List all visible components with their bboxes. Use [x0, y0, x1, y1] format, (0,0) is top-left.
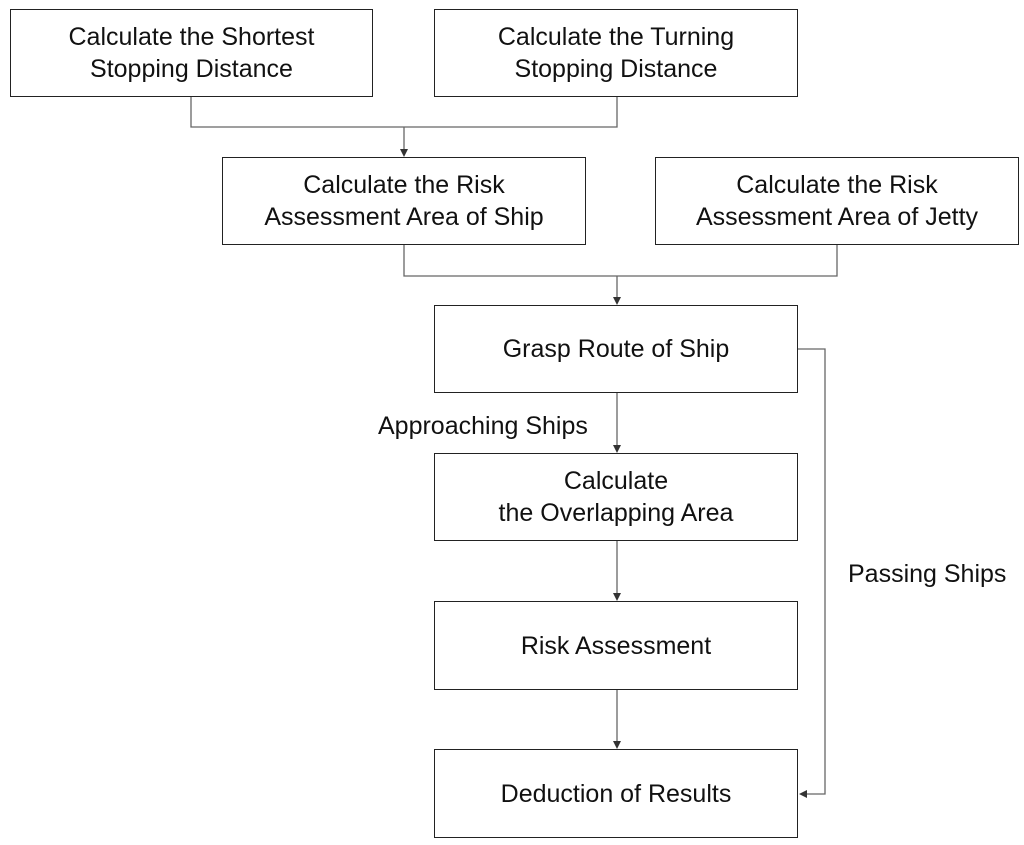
node-text: Assessment Area of Jetty: [695, 203, 979, 231]
node-deduction-of-results: Deduction of Results: [434, 749, 798, 838]
arrowhead: [613, 741, 621, 749]
node-text: Risk Assessment: [520, 631, 712, 660]
node-risk-assessment: Risk Assessment: [434, 601, 798, 690]
connector-passing-ships: [798, 348, 826, 795]
connector-shortest-to-merge: [190, 97, 404, 128]
node-text: Calculate the Risk: [303, 171, 505, 199]
arrowhead: [799, 790, 807, 798]
node-text: Stopping Distance: [90, 55, 293, 83]
arrowhead: [613, 445, 621, 453]
node-overlapping-area: Calculate the Overlapping Area: [434, 453, 798, 541]
node-text: Stopping Distance: [514, 55, 718, 83]
node-risk-area-jetty: Calculate the Risk Assessment Area of Je…: [655, 157, 1019, 245]
node-text: the Overlapping Area: [498, 499, 734, 527]
node-text: Assessment Area of Ship: [264, 203, 544, 231]
node-risk-area-ship: Calculate the Risk Assessment Area of Sh…: [222, 157, 586, 245]
node-text: Calculate the Risk: [736, 171, 938, 199]
node-text: Calculate the Turning: [497, 23, 735, 51]
node-shortest-stopping-distance: Calculate the Shortest Stopping Distance: [10, 9, 373, 97]
node-text: Calculate: [563, 467, 669, 495]
arrowhead: [613, 593, 621, 601]
node-text: Calculate the Shortest: [68, 23, 315, 51]
edge-label-approaching: Approaching Ships: [378, 412, 588, 440]
node-text: Grasp Route of Ship: [502, 335, 730, 363]
arrowhead: [400, 149, 408, 157]
edge-label-passing: Passing Ships: [848, 560, 1007, 588]
connector-risk-jetty-to-merge: [617, 245, 838, 277]
node-text: Deduction of Results: [500, 779, 732, 808]
node-turning-stopping-distance: Calculate the Turning Stopping Distance: [434, 9, 798, 97]
connector-turning-to-merge: [404, 97, 618, 128]
arrowhead: [613, 297, 621, 305]
connector-risk-ship-to-merge: [403, 245, 617, 277]
node-grasp-route: Grasp Route of Ship: [434, 305, 798, 393]
